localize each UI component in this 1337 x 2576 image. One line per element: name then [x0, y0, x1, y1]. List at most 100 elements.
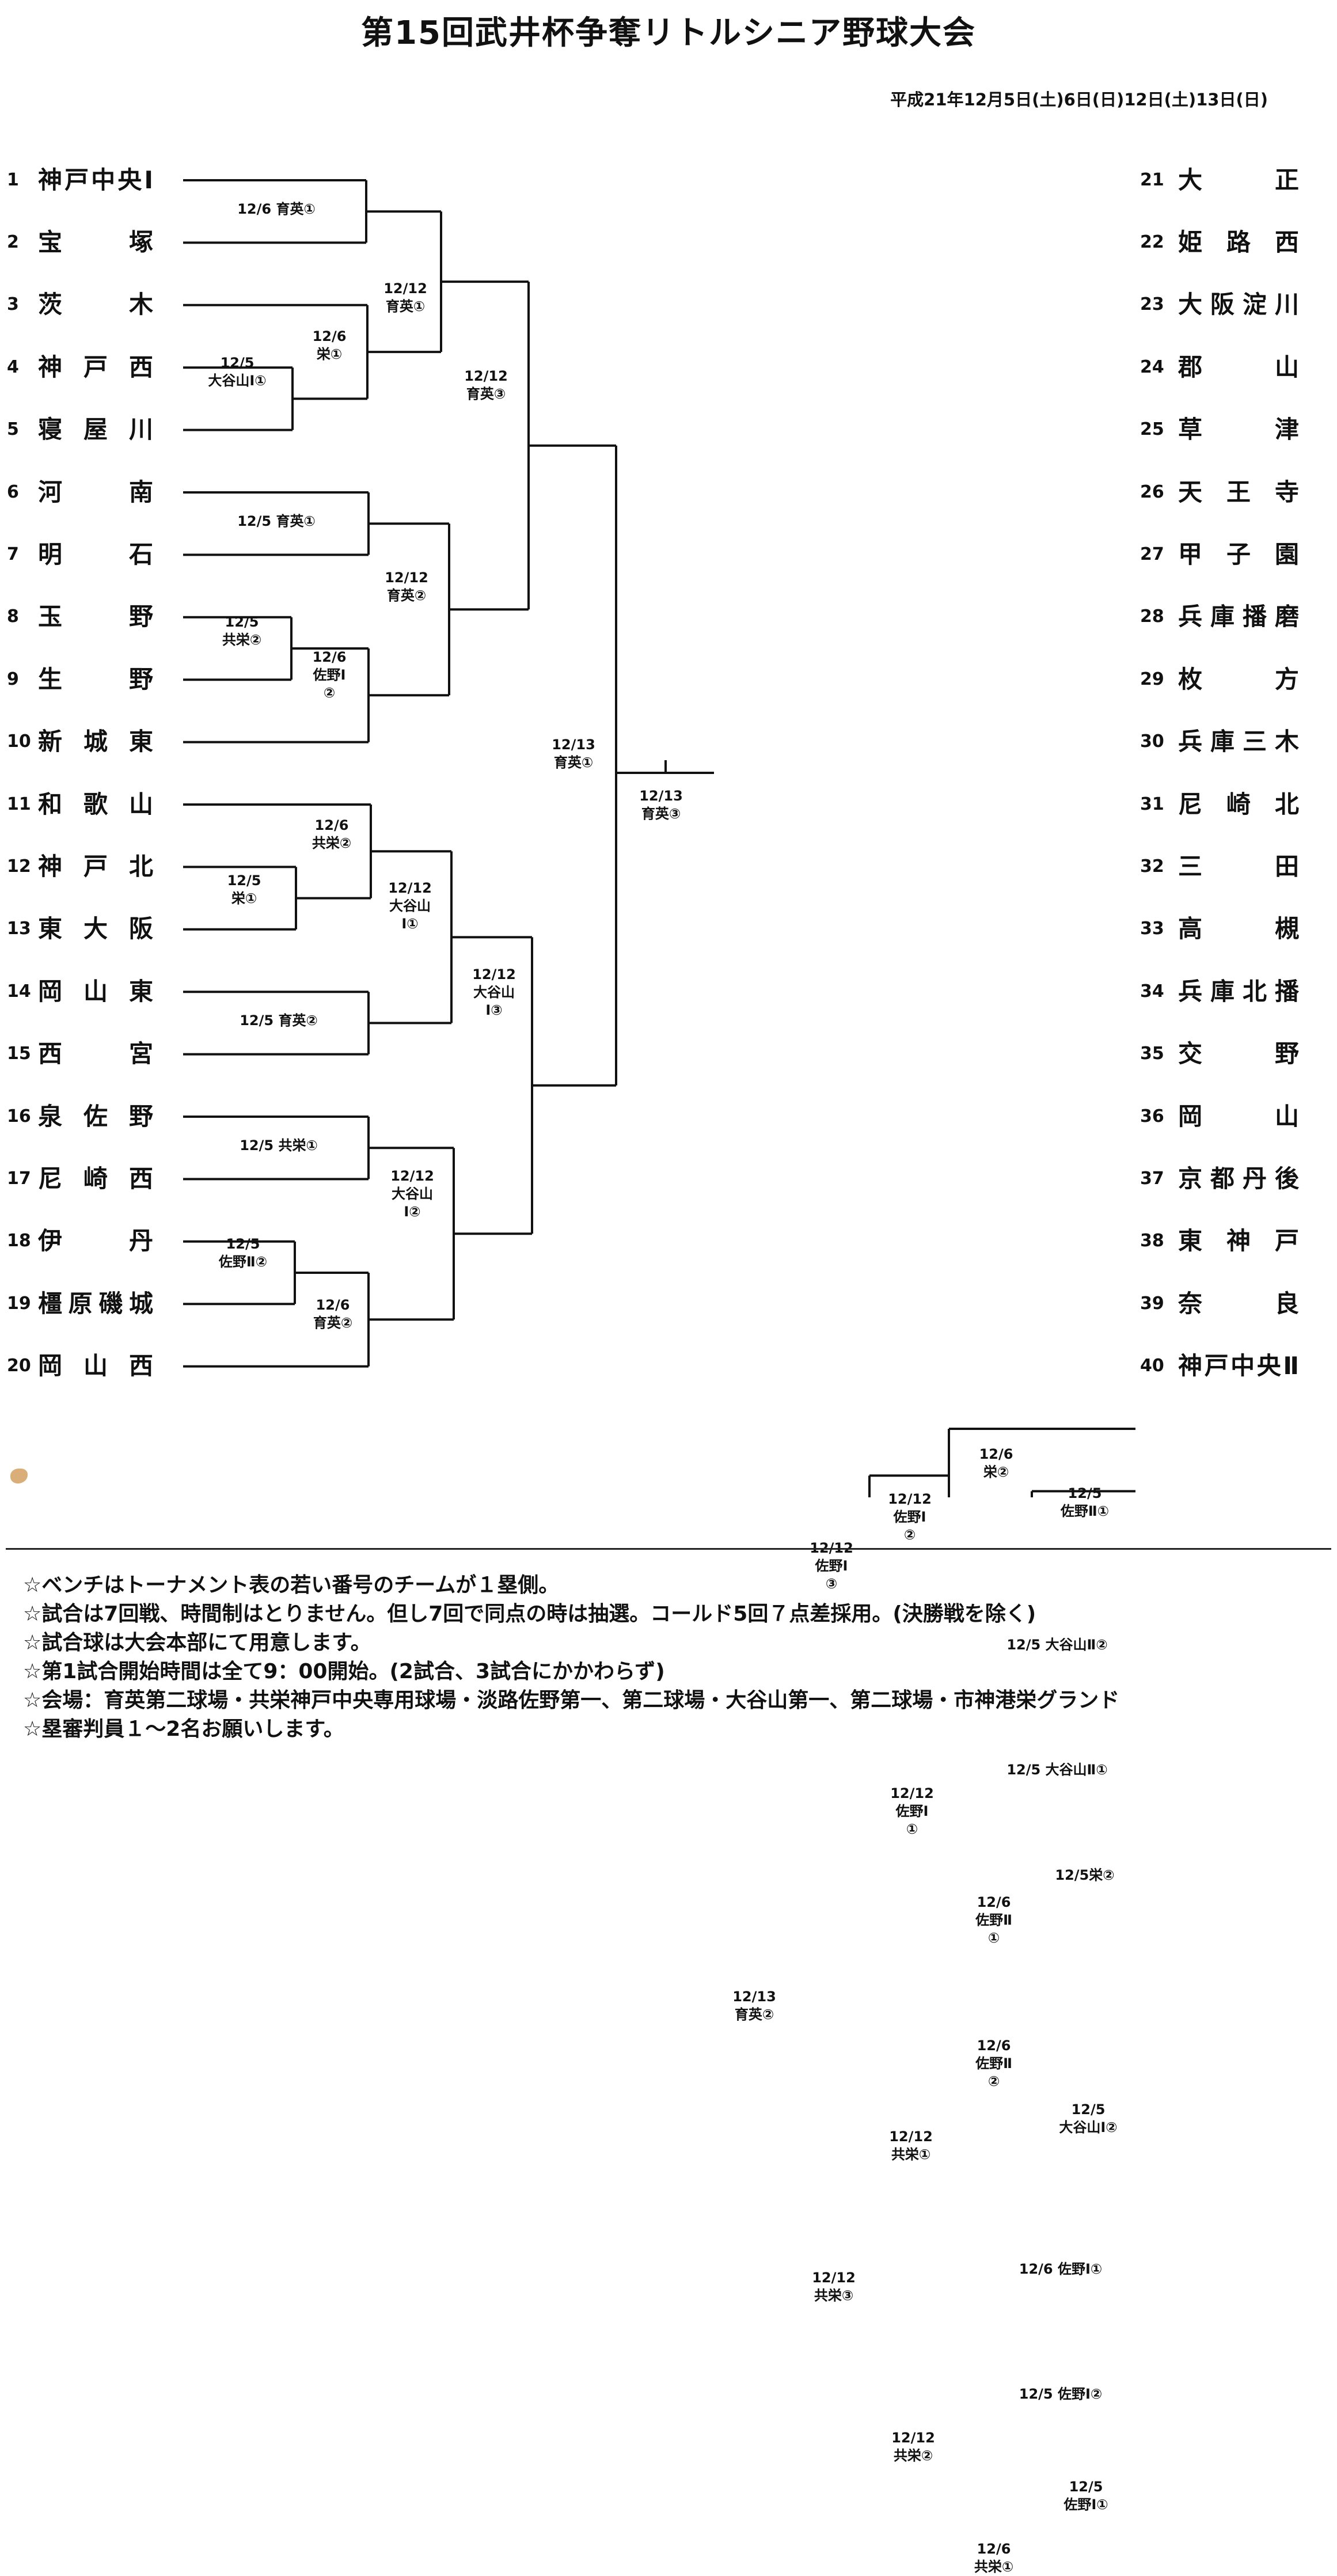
team-name: 橿原磯城 [38, 1289, 153, 1318]
team-name: 河南 [38, 477, 153, 506]
team-number: 39 [1140, 1293, 1164, 1314]
match-label-line: 12/5 育英① [237, 513, 316, 529]
team-number: 13 [7, 919, 31, 939]
match-label-line: 大谷山 [392, 1185, 433, 1202]
team-name: 生野 [38, 665, 153, 693]
team-number: 1 [7, 169, 19, 190]
team-name: 東大阪 [38, 915, 153, 943]
match-label: 12/5 育英② [240, 1012, 318, 1030]
match-label-line: 12/12 [388, 879, 432, 896]
match-label: 12/5 共栄① [240, 1137, 318, 1155]
match-label-line: 12/5 育英② [240, 1012, 318, 1029]
match-label-line: 共栄① [891, 2146, 931, 2163]
team-number: 17 [7, 1168, 31, 1189]
team-number: 32 [1140, 856, 1164, 877]
page-title: 第15回武井杯争奪リトルシニア野球大会 [361, 14, 976, 52]
team-number: 25 [1140, 419, 1164, 440]
match-label-line: 12/5 佐野Ⅰ② [1019, 2385, 1103, 2402]
team-name: 兵庫播磨 [1178, 602, 1299, 631]
team-name: 天王寺 [1178, 477, 1299, 506]
team-name: 姫路西 [1178, 227, 1299, 256]
match-label-line: 12/13 [552, 737, 595, 753]
team-name: 玉野 [38, 602, 153, 631]
team-number: 33 [1140, 919, 1164, 939]
team-name: 岡山東 [38, 977, 153, 1006]
note-umpires: ☆塁審判員１～2名お願いします。 [23, 1717, 344, 1741]
match-label-line: 共栄③ [814, 2287, 854, 2304]
team-name: 大阪淀川 [1178, 290, 1299, 319]
team-name: 三田 [1178, 852, 1299, 881]
match-label-line: 佐野Ⅰ [895, 1803, 929, 1819]
team-name: 兵庫三木 [1178, 727, 1299, 756]
match-label-line: 12/5 大谷山Ⅱ① [1006, 1761, 1108, 1778]
match-label-line: 佐野Ⅰ [313, 666, 346, 683]
team-number: 18 [7, 1231, 31, 1251]
match-label-line: 佐野Ⅱ [975, 2055, 1012, 2072]
team-number: 38 [1140, 1231, 1164, 1251]
team-name: 枚方 [1178, 665, 1299, 693]
match-label-line: 共栄② [312, 835, 352, 851]
team-name: 兵庫北播 [1178, 977, 1299, 1006]
match-label: 12/6 育英① [237, 200, 316, 218]
match-label: 12/5栄② [1055, 1866, 1114, 1884]
team-name: 尼崎北 [1178, 790, 1299, 818]
team-name: 和歌山 [38, 790, 153, 818]
note-bench: ☆ベンチはトーナメント表の若い番号のチームが１塁側。 [23, 1573, 560, 1597]
team-number: 10 [7, 731, 31, 752]
team-name: 伊丹 [38, 1227, 153, 1255]
match-label-line: 12/5 共栄① [240, 1137, 318, 1154]
match-label-line: 佐野Ⅰ [893, 1508, 926, 1525]
team-32: 32 三田 [1140, 853, 1299, 879]
match-label-line: 佐野Ⅰ [815, 1557, 848, 1574]
bracket-lines [183, 179, 1135, 1497]
team-number: 3 [7, 294, 19, 315]
notes-block: ☆ベンチはトーナメント表の若い番号のチームが１塁側。 ☆試合は7回戦、時間制はと… [23, 1571, 1119, 1744]
match-label-line: 12/13 [732, 1988, 776, 2005]
match-label-line: 12/5 [225, 613, 259, 630]
team-number: 34 [1140, 981, 1164, 1001]
match-label-line: Ⅰ② [404, 1203, 421, 1220]
team-name: 神戸中央Ⅱ [1178, 1352, 1299, 1380]
match-label-line: 大谷山 [473, 984, 515, 1000]
match-label-line: 12/12 [890, 1785, 934, 1801]
team-18: 18 伊丹 [7, 1228, 153, 1254]
team-number: 5 [7, 419, 19, 440]
match-label-line: 共栄② [222, 631, 262, 648]
match-label-line: 12/5 大谷山Ⅱ② [1006, 1636, 1108, 1653]
team-name: 草津 [1178, 415, 1299, 444]
team-name: 尼崎西 [38, 1164, 153, 1193]
match-label: 12/5 大谷山Ⅱ① [1006, 1761, 1107, 1779]
match-label-line: 栄① [231, 890, 257, 907]
match-label: 12/5 佐野Ⅰ② [1019, 2385, 1102, 2403]
team-name: 神戸北 [38, 852, 153, 881]
match-label-line: ② [323, 684, 336, 701]
match-label-line: 大谷山Ⅰ② [1059, 2119, 1118, 2136]
